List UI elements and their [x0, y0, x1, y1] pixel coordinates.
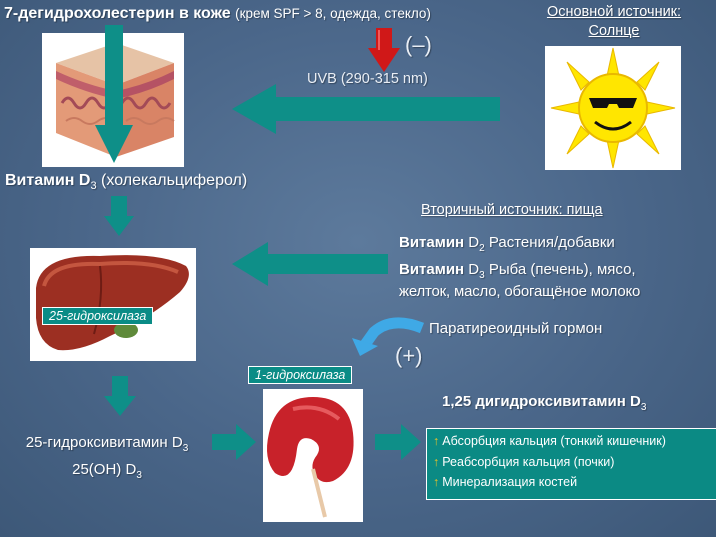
d3-down-arrow	[104, 196, 134, 236]
food-line1-sub: 2	[479, 243, 485, 254]
food-line1-d: D	[468, 234, 480, 251]
food-line2-bold: Витамин	[399, 261, 465, 278]
uvb-label: UVB (290-315 nm)	[307, 71, 428, 87]
stimulation-sign: (+)	[395, 343, 423, 368]
sun-source-label: Основной источник: Солнце	[530, 3, 698, 41]
vitamin-d3-sub: 3	[90, 180, 97, 193]
food-line2: Витамин D3 Рыба (печень), мясо,	[399, 261, 636, 281]
up-arrow-icon: ↑	[433, 434, 440, 448]
hydroxy25-label: 25-гидроксивитамин D3 25(OH) D3	[0, 432, 214, 486]
skin-title-note: (крем SPF > 8, одежда, стекло)	[235, 6, 431, 21]
effect-item: ↑Абсорбция кальция (тонкий кишечник)	[433, 434, 666, 448]
food-line3: желток, масло, обогащёное молоко	[399, 283, 641, 300]
sun-label-line1: Основной источник:	[546, 4, 682, 20]
food-line2-d: D	[468, 261, 480, 278]
calcitriol-label: 1,25 дигидроксивитамин D3	[442, 393, 647, 413]
kidney-image	[263, 389, 363, 522]
food-line2-rest: Рыба (печень), мясо,	[488, 261, 636, 278]
food-line2-sub: 3	[479, 270, 485, 281]
to-kidney-arrow	[212, 424, 256, 460]
up-arrow-icon: ↑	[433, 475, 440, 489]
skin-down-arrow	[95, 25, 133, 163]
food-line1: Витамин D2 Растения/добавки	[399, 234, 615, 254]
inhibit-arrow	[368, 28, 400, 72]
pth-curved-arrow	[352, 317, 425, 356]
sun-label-line2: Солнце	[588, 23, 640, 39]
food-arrow	[232, 242, 388, 286]
sun-image	[545, 46, 681, 170]
uvb-arrow	[232, 84, 500, 134]
liver-down-arrow	[104, 376, 136, 416]
hydroxy25-line2: 25(OH) D3	[72, 461, 142, 481]
food-line1-bold: Витамин	[399, 234, 465, 251]
skin-title-bold: 7-дегидрохолестерин в коже	[4, 5, 231, 22]
skin-title: 7-дегидрохолестерин в коже (крем SPF > 8…	[4, 5, 431, 23]
food-line1-rest: Растения/добавки	[488, 234, 615, 251]
food-header: Вторичный источник: пища	[421, 202, 603, 218]
liver-image	[30, 248, 196, 361]
to-effects-arrow	[375, 424, 421, 460]
pth-label: Паратиреоидный гормон	[429, 320, 603, 337]
liver-enzyme-label: 25-гидроксилаза	[42, 307, 154, 325]
inhibition-sign: (–)	[405, 32, 432, 57]
up-arrow-icon: ↑	[433, 455, 440, 469]
effect-item: ↑Минерализация костей	[433, 475, 578, 489]
vitamin-d3-label: Витамин D3 (холекальциферол)	[5, 172, 247, 192]
effects-box: ↑Абсорбция кальция (тонкий кишечник) ↑Ре…	[426, 428, 716, 500]
hydroxy25-line1: 25-гидроксивитамин D3	[25, 434, 189, 454]
vitamin-d3-bold: Витамин D	[5, 172, 91, 189]
vitamin-d3-rest: (холекальциферол)	[101, 172, 248, 189]
kidney-enzyme-label: 1-гидроксилаза	[248, 366, 353, 384]
effect-item: ↑Реабсорбция кальция (почки)	[433, 455, 615, 469]
